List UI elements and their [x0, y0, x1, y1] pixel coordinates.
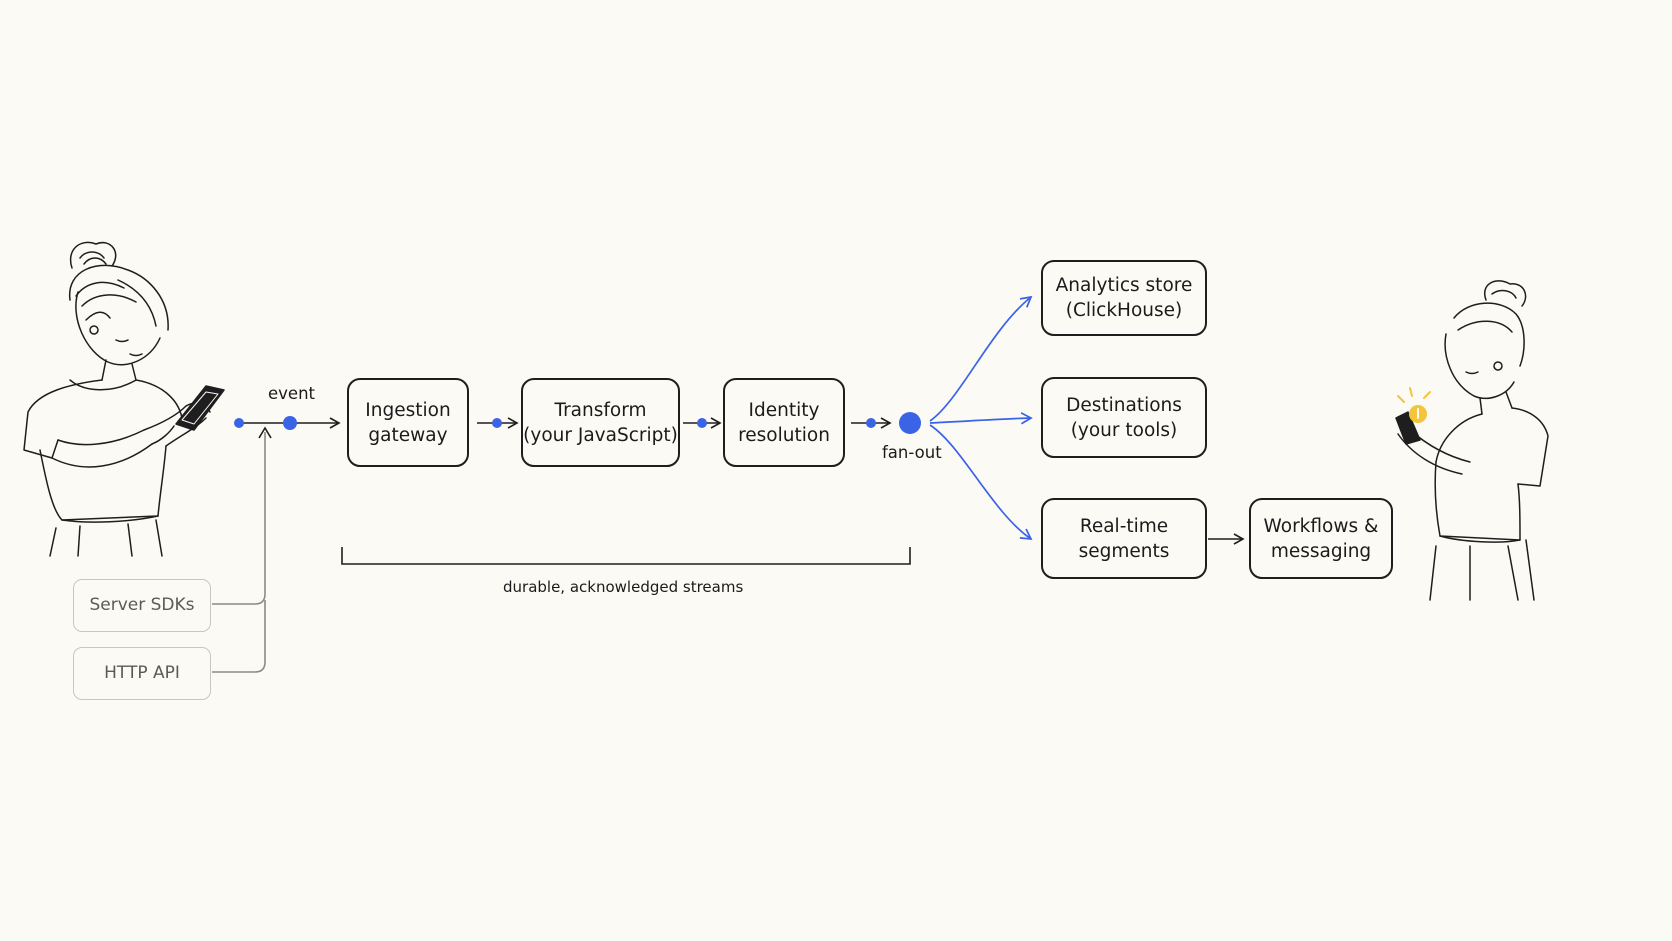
- source-connectors: [212, 432, 266, 673]
- real-time-segments-box: Real-time segments: [1041, 498, 1207, 579]
- fan-out-connectors: [929, 295, 1033, 541]
- notification-bell-icon: [1397, 387, 1431, 423]
- fan-out-node: [899, 412, 921, 434]
- flow-dot: [866, 418, 876, 428]
- identity-resolution-box: Identity resolution: [723, 378, 845, 467]
- server-sdks-label: Server SDKs: [89, 595, 195, 615]
- destinations-line2: (your tools): [1070, 419, 1178, 441]
- ingestion-gateway-box: Ingestion gateway: [347, 378, 469, 467]
- http-api-label: HTTP API: [104, 663, 180, 683]
- workflows-messaging-line1: Workflows &: [1263, 515, 1379, 537]
- flow-dot: [492, 418, 502, 428]
- right-person-illustration: [1395, 280, 1549, 601]
- transform-line1: Transform: [554, 399, 647, 421]
- identity-resolution-line1: Identity: [748, 399, 820, 421]
- event-label: event: [268, 384, 315, 403]
- ingestion-gateway-line2: gateway: [368, 424, 448, 446]
- source-merge-arrowhead: [258, 426, 272, 439]
- server-sdks-box: Server SDKs: [73, 579, 211, 632]
- destinations-line1: Destinations: [1066, 394, 1182, 416]
- event-start-dot: [234, 418, 244, 428]
- workflows-messaging-box: Workflows & messaging: [1249, 498, 1393, 579]
- analytics-store-box: Analytics store (ClickHouse): [1041, 260, 1207, 336]
- streams-label: durable, acknowledged streams: [503, 578, 744, 596]
- identity-resolution-line2: resolution: [738, 424, 830, 446]
- transform-line2: (your JavaScript): [523, 424, 678, 446]
- analytics-store-line1: Analytics store: [1055, 275, 1193, 296]
- streams-bracket: [341, 547, 911, 565]
- fan-out-label: fan-out: [882, 443, 942, 462]
- real-time-segments-line2: segments: [1078, 540, 1170, 562]
- ingestion-gateway-line1: Ingestion: [365, 399, 451, 421]
- workflows-messaging-line2: messaging: [1270, 540, 1372, 562]
- real-time-segments-line1: Real-time: [1079, 515, 1169, 537]
- left-person-illustration: [23, 241, 225, 557]
- event-dot: [283, 416, 297, 430]
- destinations-box: Destinations (your tools): [1041, 377, 1207, 458]
- http-api-box: HTTP API: [73, 647, 211, 700]
- transform-box: Transform (your JavaScript): [521, 378, 680, 467]
- analytics-store-line2: (ClickHouse): [1065, 300, 1183, 321]
- flow-dot: [697, 418, 707, 428]
